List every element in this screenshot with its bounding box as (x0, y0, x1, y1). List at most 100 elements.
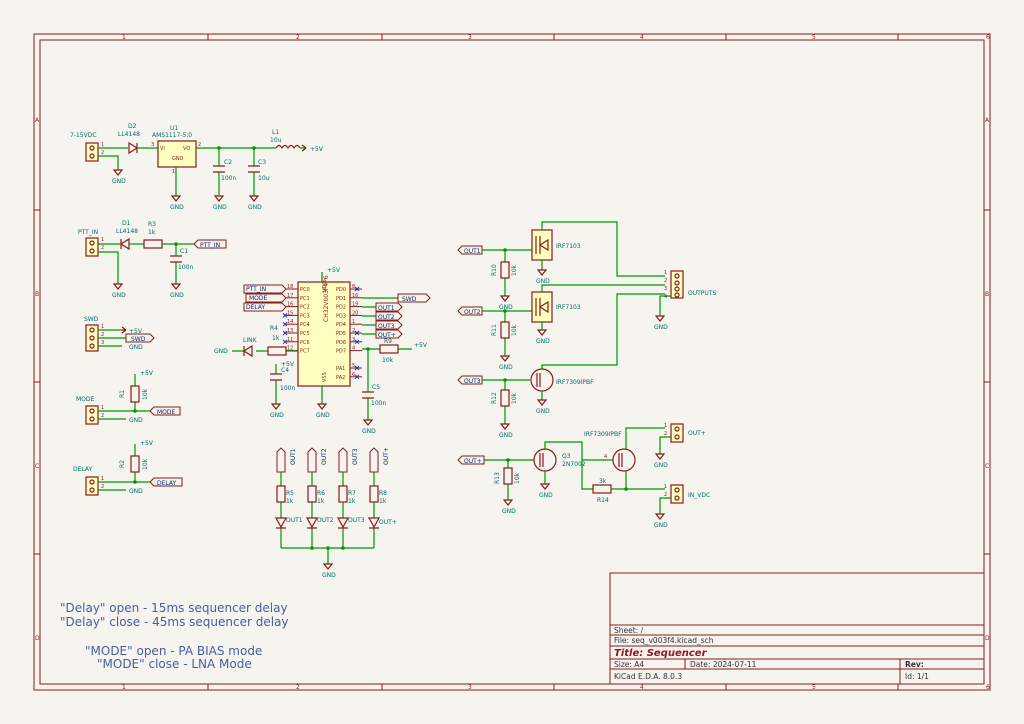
gl-drv-out1-text: OUT1 (464, 248, 481, 255)
svg-text:1: 1 (101, 405, 104, 411)
gnd-label: GND (536, 338, 550, 345)
r3-resistor (143, 239, 163, 249)
gnd-symbol (170, 283, 182, 290)
c2-ref: C2 (224, 159, 232, 166)
outer-border (33, 33, 991, 691)
driver-section: OUT1 R10 10k IRF7103 OUT2 R11 10k IRF710… (457, 221, 716, 514)
q3-mosfet (533, 448, 557, 472)
gnd-label: GND (213, 204, 227, 211)
grid-col-top: 6 (986, 34, 990, 41)
c4-ref: C4 (281, 367, 289, 374)
d2-diode (128, 141, 139, 155)
r1-ref: R1 (119, 390, 126, 398)
gl-drv-outp (457, 455, 485, 465)
gl-led-port (369, 447, 379, 473)
c5-val: 100n (371, 400, 386, 407)
gl-delay (149, 477, 183, 487)
mcu-pin-name: PC4 (300, 322, 310, 328)
grid-col-top: 1 (122, 34, 126, 41)
gl-mcu-out1-text: OUT1 (378, 305, 395, 312)
c1-ref: C1 (180, 248, 188, 255)
r6-val: 1k (317, 498, 325, 505)
mcu-pin-name: PC3 (300, 313, 310, 319)
invdc-connector-label: IN_VDC (688, 492, 710, 499)
c1-capacitor (170, 255, 182, 263)
gnd-label: GND (654, 462, 668, 469)
gnd-symbol (654, 315, 666, 322)
led-outp-ref: OUT+ (379, 519, 397, 526)
led-resistor (307, 485, 317, 503)
gl-led-out1-text: OUT1 (290, 448, 297, 465)
gl-swd (125, 333, 155, 343)
r8-ref: R8 (379, 490, 387, 497)
l1-val: 10u (270, 137, 282, 144)
mcu-pin-name: PD7 (336, 349, 346, 355)
gl-mcu-swd (397, 293, 431, 303)
c5-capacitor (362, 391, 374, 399)
gl-led-out3-text: OUT3 (352, 448, 359, 465)
r4-resistor (267, 346, 287, 356)
l1-inductor (275, 144, 301, 150)
mcu-pin-num: 16 (287, 302, 293, 308)
svg-text:1: 1 (101, 142, 104, 148)
delay-connector (85, 476, 99, 496)
gl-mcu-delay-text: DELAY (246, 304, 266, 311)
link-ref: LINK (243, 337, 258, 344)
svg-text:2: 2 (101, 245, 104, 251)
gl-mcu-swd-text: SWD (402, 296, 417, 303)
r6-ref: R6 (317, 490, 325, 497)
gnd-label: GND (112, 178, 126, 185)
u1-regulator (157, 140, 197, 168)
mcu-pin-num: 4 (352, 346, 355, 352)
note-delay-close: "Delay" close - 45ms sequencer delay (60, 615, 289, 629)
c3-capacitor (248, 165, 260, 173)
r1-p5v: +5V (140, 370, 154, 377)
l1-p5v: +5V (310, 146, 324, 153)
vin-connector (85, 142, 99, 162)
gl-led-out2-text: OUT2 (321, 448, 328, 465)
r7-ref: R7 (348, 490, 356, 497)
gl-swd-text: SWD (131, 336, 146, 343)
gl-ptt-in-text: PTT_IN (200, 242, 220, 249)
c1-val: 100n (178, 264, 193, 271)
mcu-pin-num: 6 (352, 372, 355, 378)
gl-mode (149, 406, 181, 416)
gnd-label: GND (536, 408, 550, 415)
mcu-p5v: +5V (327, 267, 341, 274)
gl-drv-out1 (457, 245, 483, 255)
svg-text:2: 2 (101, 484, 104, 490)
r9-ref: R9 (384, 338, 392, 345)
r3-ref: R3 (148, 221, 156, 228)
delay-connector-label: DELAY (73, 466, 93, 473)
c4-p5v: +5V (281, 361, 295, 368)
grid-col-bottom: 2 (296, 684, 300, 691)
gnd-symbol (316, 403, 328, 410)
c5-ref: C5 (372, 384, 380, 391)
svg-text:1: 1 (101, 324, 104, 330)
tb-sheet: Sheet: / (614, 626, 644, 635)
r10-resistor (500, 261, 510, 279)
q-irf7309-b-ref: IRF7309IPBF (584, 431, 622, 438)
mcu-u2 (297, 281, 351, 387)
led-resistor (369, 485, 379, 503)
notes: "Delay" open - 15ms sequencer delay "Del… (60, 601, 289, 671)
mcu-pin-num: 18 (287, 284, 293, 290)
grid-row-right: A (985, 117, 990, 124)
mcu-pin-name: PC6 (300, 340, 310, 346)
gnd-label: GND (270, 412, 284, 419)
led-row (274, 447, 381, 548)
svg-text:1: 1 (172, 169, 175, 175)
tb-rev: Rev: (905, 660, 924, 669)
gnd-symbol (499, 295, 511, 302)
grid-col-bottom: 3 (468, 684, 472, 691)
r13-ref: R13 (494, 472, 501, 484)
mcu-pin-num: 20 (352, 310, 358, 316)
d1-ref: D1 (122, 220, 131, 227)
svg-text:2: 2 (101, 413, 104, 419)
led-out3-ref: OUT3 (348, 517, 365, 524)
mcu-pin-name: PD0 (336, 287, 346, 293)
q3-ref: Q3 (562, 453, 571, 460)
mcu-pin-name: PA1 (336, 366, 345, 372)
gl-mcu-outp (375, 329, 403, 339)
svg-text:2: 2 (101, 150, 104, 156)
